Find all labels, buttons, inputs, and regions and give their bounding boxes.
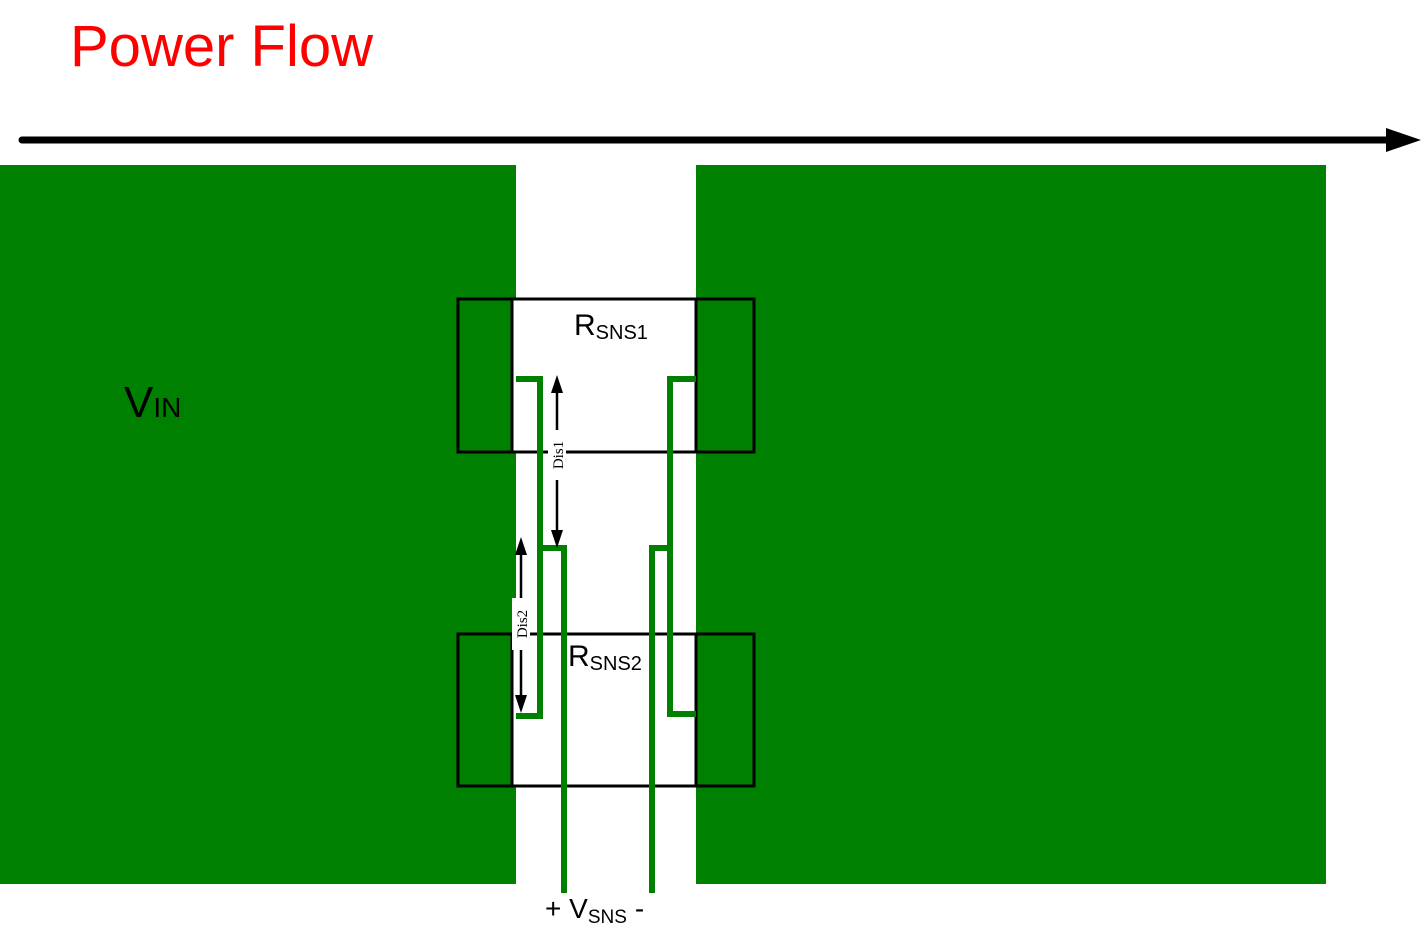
dis1-label: Dis1 (551, 441, 567, 469)
rsns2-label: RSNS2 (568, 640, 642, 675)
rsns1-label: RSNS1 (574, 309, 648, 344)
vin-copper-plane (0, 165, 516, 884)
diagram-title: Power Flow (70, 14, 374, 79)
rsns1-resistor (456, 297, 756, 454)
dis2-dimension: Dis2 (512, 537, 531, 713)
sense-traces (516, 376, 696, 893)
power-flow-arrow (18, 128, 1421, 152)
output-copper-plane (696, 165, 1326, 884)
dis2-label: Dis2 (515, 610, 531, 638)
vsns-label: + VSNS- (545, 893, 644, 928)
vin-label: VIN (124, 378, 181, 427)
dis1-dimension: Dis1 (548, 375, 567, 548)
